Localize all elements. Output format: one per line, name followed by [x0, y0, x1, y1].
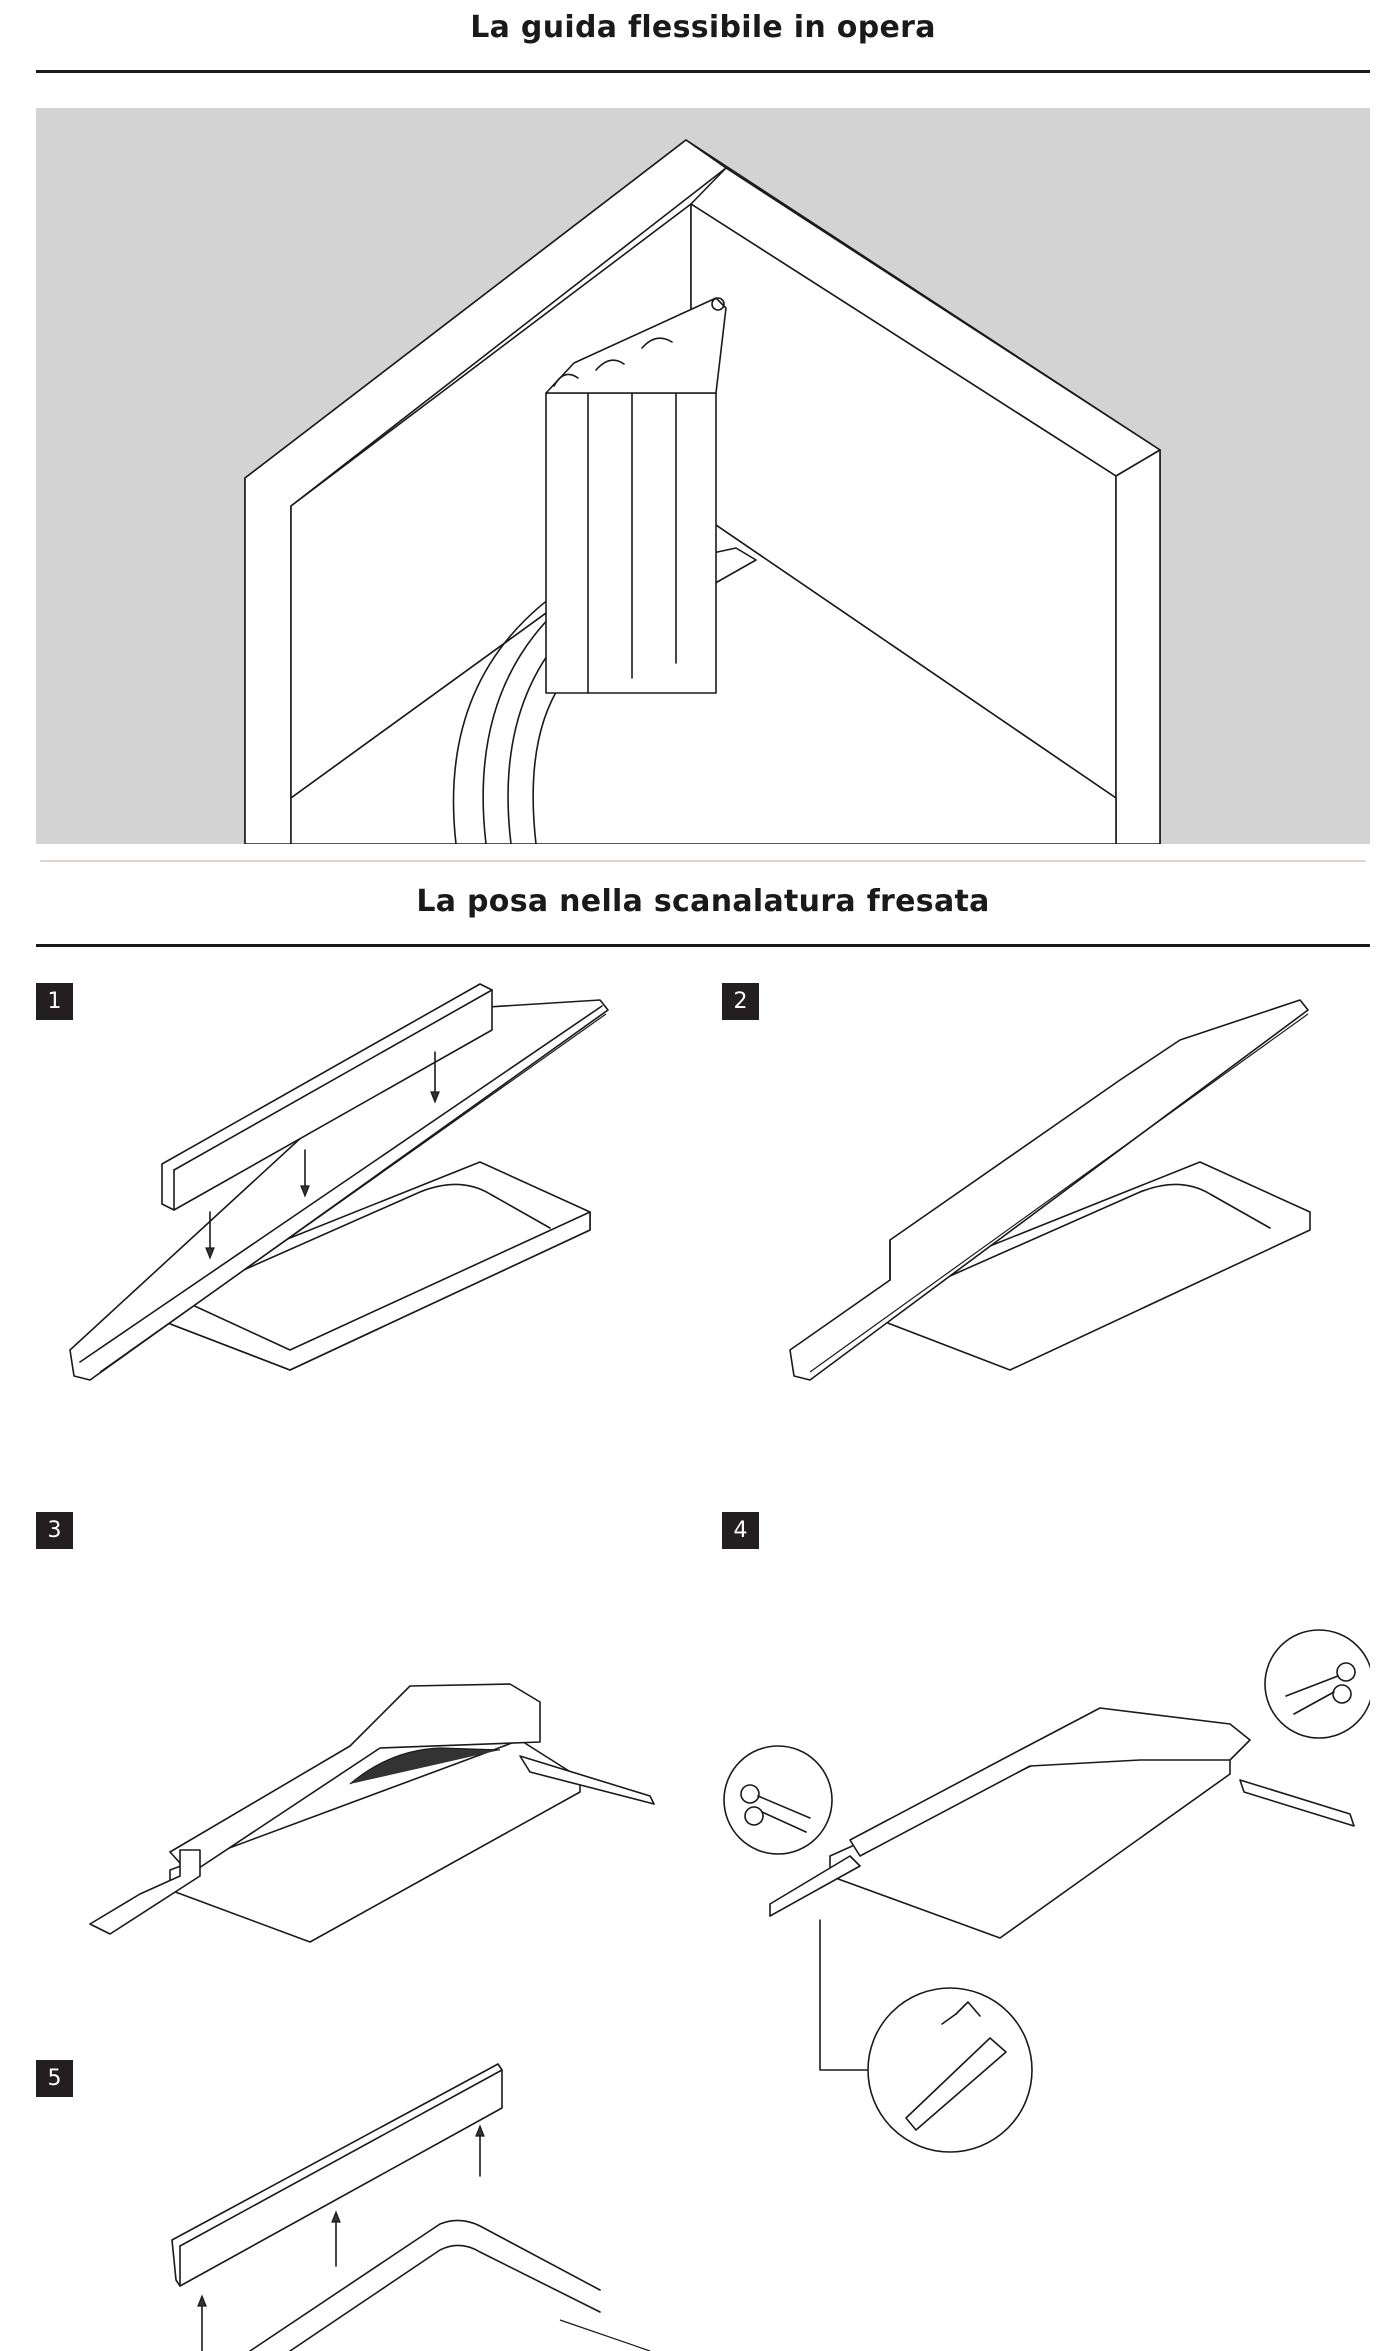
step-2-illustration — [789, 999, 1311, 1381]
scissors-icon — [1264, 1629, 1370, 1739]
step-5-illustration — [171, 2063, 651, 2351]
title-rule — [36, 944, 1370, 947]
section-title-installed-guide: La guida flessibile in opera — [470, 10, 936, 45]
step-number-1: 1 — [36, 983, 73, 1020]
step-3-illustration — [89, 1683, 655, 1943]
step-1-illustration — [69, 983, 609, 1381]
step-number-3: 3 — [36, 1512, 73, 1549]
section-title-groove-installation: La posa nella scanalatura fresata — [416, 884, 990, 919]
step-number-5: 5 — [36, 2060, 73, 2097]
title-rule — [36, 70, 1370, 73]
step-number-2: 2 — [722, 983, 759, 1020]
illustration-installed-guide — [36, 108, 1370, 844]
section-divider — [40, 860, 1366, 862]
scissors-icon — [723, 1745, 833, 1855]
detail-magnifier — [867, 1987, 1033, 2153]
step-4-illustration — [723, 1629, 1370, 2153]
step-number-4: 4 — [722, 1512, 759, 1549]
